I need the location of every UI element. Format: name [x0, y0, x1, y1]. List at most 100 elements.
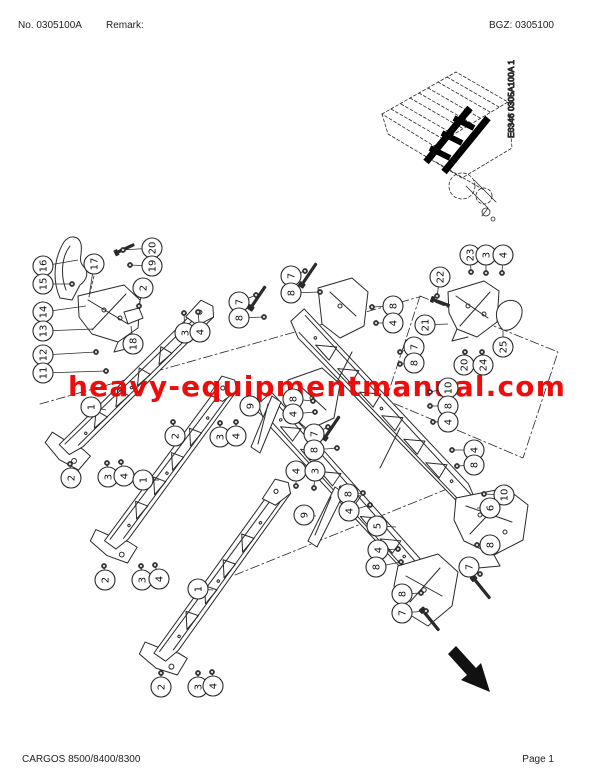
- svg-text:2: 2: [101, 577, 112, 583]
- svg-text:7: 7: [410, 344, 421, 350]
- svg-text:4: 4: [470, 447, 481, 453]
- balloon-22: 22: [429, 266, 451, 299]
- svg-text:4: 4: [155, 576, 166, 582]
- balloon-4: 4: [113, 459, 135, 487]
- balloon-3: 3: [304, 460, 326, 491]
- svg-text:2: 2: [157, 684, 168, 690]
- balloon-2: 2: [132, 277, 154, 309]
- svg-text:4: 4: [374, 547, 385, 553]
- balloon-8: 8: [280, 282, 323, 304]
- balloon-2: 2: [164, 419, 186, 447]
- balloon-4: 4: [202, 669, 224, 697]
- svg-text:4: 4: [209, 683, 220, 689]
- center-line-2: [234, 486, 453, 576]
- balloon-4: 4: [148, 562, 170, 590]
- svg-text:19: 19: [148, 260, 159, 273]
- balloon-7: 7: [458, 556, 483, 578]
- bgz-number: BGZ: 0305100: [488, 20, 554, 31]
- svg-text:15: 15: [39, 278, 50, 291]
- svg-text:8: 8: [344, 491, 355, 497]
- svg-text:17: 17: [90, 258, 101, 271]
- model-name: CARGOS 8500/8400/8300: [22, 754, 141, 765]
- balloon-7: 7: [280, 265, 308, 287]
- svg-text:4: 4: [289, 411, 300, 417]
- svg-text:8: 8: [410, 360, 421, 366]
- balloon-4: 4: [449, 439, 485, 461]
- balloon-4: 4: [430, 411, 459, 433]
- svg-text:16: 16: [39, 260, 50, 273]
- balloon-8: 8: [391, 583, 424, 605]
- bracket-assembly-top-right: [447, 280, 523, 342]
- svg-text:8: 8: [486, 542, 497, 548]
- svg-text:4: 4: [499, 252, 510, 258]
- svg-text:2: 2: [171, 433, 182, 439]
- balloon-3: 3: [209, 420, 231, 448]
- svg-text:1: 1: [139, 477, 150, 483]
- balloon-14: 14: [32, 301, 87, 323]
- watermark: heavy-equipmentmanual.com: [68, 370, 566, 403]
- svg-text:5: 5: [373, 523, 384, 529]
- balloon-3: 3: [475, 244, 497, 276]
- detail-box: [385, 295, 559, 459]
- bolt-icon: [468, 573, 494, 602]
- svg-text:2: 2: [139, 285, 150, 291]
- svg-text:4: 4: [196, 329, 207, 335]
- balloon-13: 13: [32, 320, 94, 342]
- balloon-7: 7: [228, 291, 259, 313]
- svg-text:13: 13: [39, 325, 50, 338]
- svg-text:10: 10: [444, 382, 455, 395]
- balloon-8: 8: [228, 307, 267, 329]
- doc-number: No. 0305100A: [18, 20, 82, 31]
- balloon-1: 1: [187, 578, 214, 600]
- svg-text:3: 3: [104, 474, 115, 480]
- balloon-16: 16: [32, 255, 79, 277]
- thumbnail-code-label: E0346 0305A100A 1: [506, 60, 516, 138]
- balloon-4: 4: [189, 309, 211, 343]
- balloon-19: 19: [127, 255, 163, 277]
- svg-text:3: 3: [194, 684, 205, 690]
- svg-text:3: 3: [181, 330, 192, 336]
- balloon-4: 4: [492, 244, 514, 276]
- balloon-15: 15: [32, 273, 75, 295]
- svg-text:3: 3: [216, 434, 227, 440]
- balloon-9: 9: [293, 504, 317, 526]
- machine-overview-thumbnail: [381, 71, 513, 222]
- svg-text:14: 14: [39, 306, 50, 319]
- balloon-11: 11: [32, 362, 109, 384]
- svg-text:20: 20: [460, 359, 471, 372]
- svg-text:9: 9: [300, 512, 311, 518]
- balloon-18: 18: [122, 325, 144, 355]
- svg-text:1: 1: [194, 586, 205, 592]
- svg-text:3: 3: [138, 577, 149, 583]
- balloon-7: 7: [391, 602, 429, 624]
- balloon-4: 4: [285, 460, 307, 489]
- direction-arrow-icon: [448, 646, 490, 692]
- balloon-8: 8: [474, 534, 501, 556]
- balloon-25: 25: [492, 331, 514, 358]
- svg-text:1: 1: [87, 404, 98, 410]
- svg-text:8: 8: [287, 290, 298, 296]
- svg-text:20: 20: [148, 242, 159, 255]
- balloon-3: 3: [174, 310, 196, 344]
- balloon-20: 20: [120, 237, 163, 259]
- page-number: Page 1: [522, 754, 554, 765]
- balloon-8: 8: [427, 395, 459, 417]
- bracket-top-of-upper-beam: [317, 277, 369, 339]
- balloon-23: 23: [459, 244, 481, 275]
- balloon-8: 8: [282, 388, 316, 410]
- svg-text:24: 24: [479, 359, 490, 372]
- svg-text:4: 4: [444, 419, 455, 425]
- svg-text:23: 23: [466, 249, 477, 262]
- balloon-6: 6: [477, 497, 501, 519]
- highlighted-frame-icon: [423, 105, 491, 175]
- svg-text:11: 11: [39, 367, 50, 380]
- bolt-icon: [246, 283, 269, 313]
- balloon-10: 10: [481, 484, 515, 506]
- balloon-8: 8: [454, 454, 485, 476]
- svg-text:8: 8: [235, 315, 246, 321]
- svg-text:7: 7: [398, 610, 409, 616]
- balloon-9: 9: [239, 395, 264, 417]
- balloon-8: 8: [303, 439, 340, 461]
- balloon-2: 2: [60, 461, 82, 489]
- svg-text:7: 7: [465, 564, 476, 570]
